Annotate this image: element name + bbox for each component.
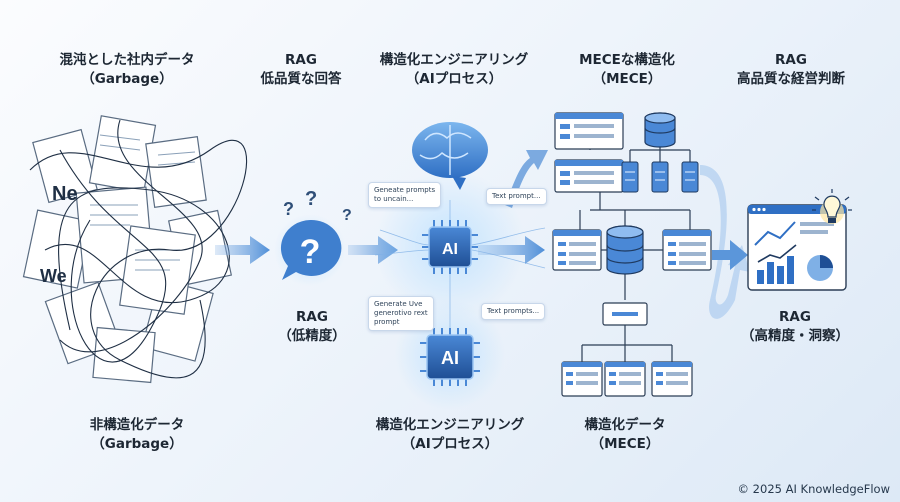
svg-text:?: ? <box>305 188 317 210</box>
ai-chip-top: AI <box>422 220 478 274</box>
stage1-top-label: 混沌とした社内データ（Garbage） <box>59 52 195 87</box>
stage4-top-label: MECEな構造化（MECE） <box>579 52 675 87</box>
ai-chip-bottom-label: AI <box>441 348 459 368</box>
stage4-bottom-label: 構造化データ（MECE） <box>584 417 666 452</box>
question-bubble-icon: ? ? ? ? <box>274 188 352 286</box>
flow-arrow-1 <box>215 236 270 264</box>
stage3-bottom-label: 構造化エンジニアリング（AIプロセス） <box>375 417 525 452</box>
lightbulb-icon <box>812 189 852 224</box>
svg-text:?: ? <box>283 199 294 219</box>
structured-data-tree <box>552 112 712 397</box>
stage2-bottom-label: RAG（低精度） <box>278 309 346 344</box>
copyright-text: © 2025 AI KnowledgeFlow <box>737 482 890 496</box>
ai-chip-top-label: AI <box>442 241 458 258</box>
svg-text:?: ? <box>342 207 352 224</box>
stage5-bottom-label: RAG（高精度・洞察） <box>741 309 849 344</box>
prompt-chip-1: Geneate prompts to uncain... <box>368 182 442 208</box>
flow-arrow-4 <box>700 165 750 319</box>
messy-documents-pile: Ne We <box>22 115 248 384</box>
ai-engineering-cluster: AI AI <box>374 122 546 410</box>
svg-text:?: ? <box>300 233 321 271</box>
prompt-chip-4: Text prompts... <box>481 303 546 320</box>
prompt-chip-2: Text prompt... <box>486 188 547 205</box>
insight-dashboard <box>747 189 852 291</box>
ai-chip-bottom: AI <box>420 328 480 386</box>
stage3-top-label: 構造化エンジニアリング（AIプロセス） <box>379 52 529 87</box>
brain-icon <box>412 122 488 190</box>
prompt-chip-3: Generate Uve generotivo rext prompt <box>368 296 434 331</box>
doc-we-text: We <box>40 266 67 286</box>
doc-ne-text: Ne <box>52 183 78 205</box>
stage1-bottom-label: 非構造化データ（Garbage） <box>89 417 185 452</box>
